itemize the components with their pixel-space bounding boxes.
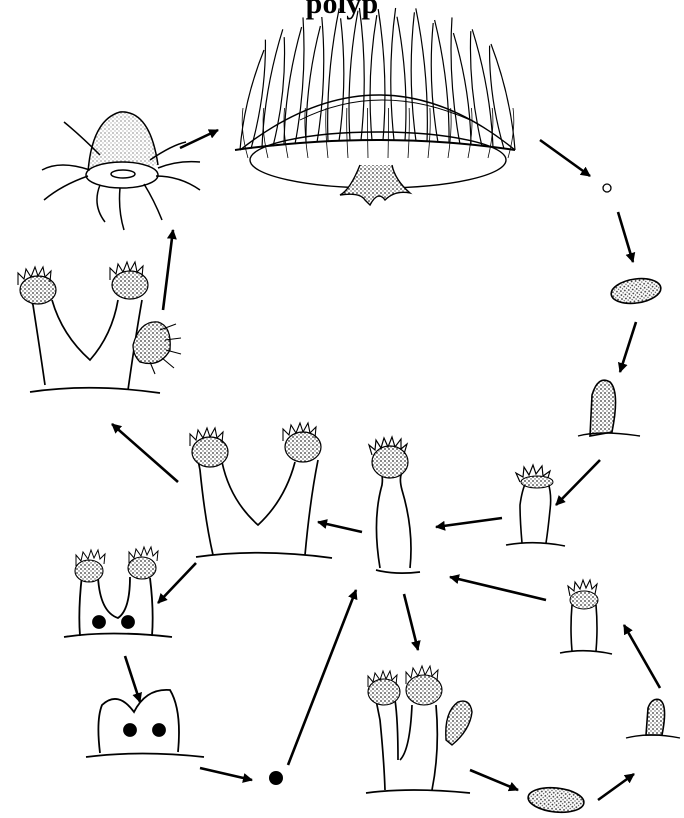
arrow-regenerating-to-polyp xyxy=(450,577,546,600)
medusa-tentacle xyxy=(397,17,406,141)
medusa-tentacle xyxy=(339,18,344,141)
medusa-tentacle xyxy=(416,8,428,141)
polyp-with-medusa-bud xyxy=(18,262,181,393)
young-polyp xyxy=(506,465,565,546)
arrow-polyp-to-budding xyxy=(318,522,362,532)
regenerating-polyp xyxy=(560,580,612,654)
medusa-tentacle xyxy=(378,9,385,140)
arrow-budding-to-bud xyxy=(112,424,178,482)
arrow-settled-to-regenerating xyxy=(624,625,660,688)
medusa-tentacle xyxy=(451,17,460,144)
arrow-planula-to-settled xyxy=(620,322,636,372)
arrow-polyp-to-frustule-polyp xyxy=(404,594,418,650)
podocyst-polyp xyxy=(64,547,172,637)
arrow-frustule-to-settled xyxy=(598,774,634,800)
medusa-tentacle xyxy=(284,27,302,145)
medusa-short-tentacle xyxy=(263,108,268,158)
arrow-medusa-to-egg xyxy=(540,140,590,176)
medusa-tentacle xyxy=(391,8,396,140)
medusa-tentacle xyxy=(435,20,449,143)
medusa-tentacle xyxy=(359,8,364,140)
podocyst-base xyxy=(86,690,204,757)
polyp xyxy=(369,437,420,573)
arrow-egg-to-planula xyxy=(618,212,633,262)
young-medusa xyxy=(42,112,200,230)
arrow-podocyst-polyp-to-base xyxy=(125,656,140,702)
arrow-settled-to-young-polyp xyxy=(556,460,600,505)
medusa-tentacle xyxy=(328,8,340,141)
arrow-young-to-polyp xyxy=(436,518,502,527)
arrow-bud-to-young-medusa xyxy=(163,230,173,310)
medusa-tentacle xyxy=(273,37,285,146)
medusa-tentacle xyxy=(306,26,320,143)
medusa-tentacle xyxy=(431,23,438,142)
arrow-base-to-podocyst xyxy=(200,768,252,780)
settled-frustule xyxy=(626,699,680,738)
egg xyxy=(603,184,611,192)
medusa-short-tentacle xyxy=(428,108,430,158)
settled-planula xyxy=(578,380,640,436)
adult-medusa xyxy=(0,0,515,205)
medusa-tentacle xyxy=(453,33,471,145)
medusa-tentacle xyxy=(370,15,377,140)
polyp-with-frustule xyxy=(366,666,472,793)
arrow-podocyst-to-polyp xyxy=(288,590,356,765)
planula-larva xyxy=(610,276,663,307)
medusa-tentacle xyxy=(349,11,358,141)
budding-polyp-pair xyxy=(190,423,332,558)
adult-medusa-tentacles xyxy=(240,8,515,158)
arrow-cluster-to-frustule xyxy=(470,770,518,790)
medusa-tentacle xyxy=(411,12,416,141)
arrow-young-to-adult-medusa xyxy=(180,130,218,148)
podocyst xyxy=(269,771,283,785)
arrow-budding-to-podocyst-polyp xyxy=(158,563,196,603)
frustule xyxy=(527,785,585,815)
